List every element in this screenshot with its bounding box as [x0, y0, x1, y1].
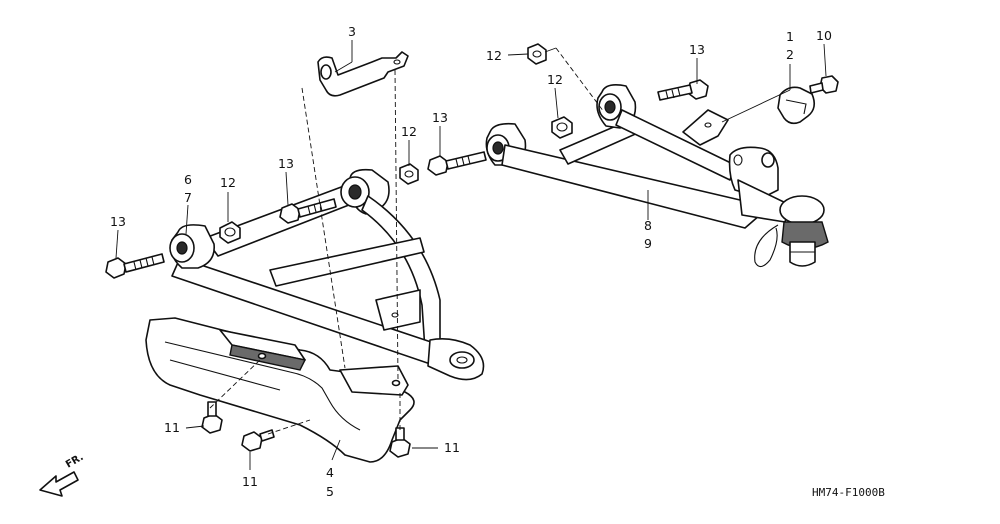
- bolt-13-middle[interactable]: [279, 198, 337, 224]
- callout-13-left: 13: [110, 214, 126, 229]
- bolt-13-left[interactable]: [105, 253, 165, 279]
- arm-guard-plate[interactable]: [145, 317, 415, 463]
- callout-7: 7: [184, 190, 192, 205]
- callout-11-left: 11: [164, 420, 180, 435]
- bolt-13-center[interactable]: [427, 151, 487, 176]
- bolt-13-right[interactable]: [657, 79, 709, 101]
- callout-12-top: 12: [486, 48, 502, 63]
- callout-4: 4: [326, 465, 334, 480]
- front-label: FR.: [64, 452, 86, 471]
- callout-8: 8: [644, 218, 652, 233]
- diagram-code: HM74-F1000B: [812, 486, 885, 499]
- callout-13-center: 13: [432, 110, 448, 125]
- bracket-3[interactable]: [317, 51, 409, 97]
- callout-labels: 1 2 3 4 5 6 7 8 9 10 11 11 11 12 12 12 1…: [110, 24, 832, 499]
- nut-12-upper-right[interactable]: [551, 116, 573, 139]
- bolt-10[interactable]: [809, 75, 839, 94]
- callout-10: 10: [816, 28, 832, 43]
- nut-12-middle[interactable]: [399, 163, 419, 185]
- callout-11-bottom: 11: [242, 474, 258, 489]
- upper-arm-right[interactable]: [485, 84, 829, 268]
- nut-12-left[interactable]: [219, 221, 241, 244]
- lower-arm-left[interactable]: [169, 168, 485, 381]
- leader-lines: [115, 40, 827, 470]
- callout-13-middle: 13: [278, 156, 294, 171]
- callout-12-left: 12: [220, 175, 236, 190]
- bolt-11-left[interactable]: [201, 401, 223, 434]
- callout-1: 1: [786, 29, 794, 44]
- callout-2: 2: [786, 47, 794, 62]
- callout-12-upper: 12: [547, 72, 563, 87]
- front-arrow-icon: [39, 471, 79, 497]
- callout-13-right: 13: [689, 42, 705, 57]
- callout-9: 9: [644, 236, 652, 251]
- callout-3: 3: [348, 24, 356, 39]
- bolt-11-right[interactable]: [389, 427, 411, 458]
- brake-hose-clip[interactable]: [777, 86, 816, 125]
- callout-6: 6: [184, 172, 192, 187]
- bolt-11-center[interactable]: [241, 429, 275, 452]
- nut-12-top[interactable]: [527, 43, 547, 65]
- callout-12-middle: 12: [401, 124, 417, 139]
- callout-11-right: 11: [444, 440, 460, 455]
- front-direction-arrow: FR.: [39, 452, 86, 497]
- callout-5: 5: [326, 484, 334, 499]
